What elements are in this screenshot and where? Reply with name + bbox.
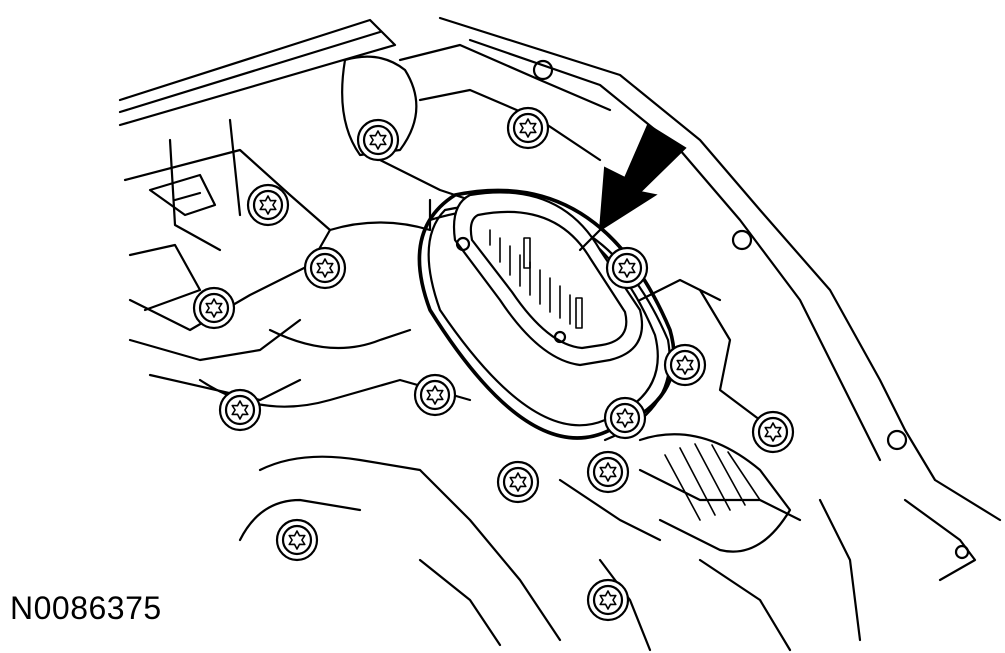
- torx-bolt-icon: [246, 183, 290, 227]
- torx-bolt-icon: [496, 460, 540, 504]
- figure-id-label: N0086375: [10, 590, 162, 626]
- torx-bolt-icon: [356, 118, 400, 162]
- torx-bolt-icon: [586, 450, 630, 494]
- electrical-connector: [452, 191, 644, 367]
- torx-bolt-icon: [663, 343, 707, 387]
- torx-bolt-icon: [192, 286, 236, 330]
- solenoid-body: [638, 433, 792, 553]
- torx-bolt-icon: [275, 518, 319, 562]
- torx-bolt-icon: [586, 578, 630, 622]
- torx-bolt-icon: [218, 388, 262, 432]
- torx-bolt-icon: [506, 106, 550, 150]
- torx-bolt-icon: [751, 410, 795, 454]
- housing-outline: [118, 16, 1002, 582]
- torx-bolt-icon: [303, 246, 347, 290]
- center-plate: [198, 198, 862, 652]
- torx-bolt-icon: [603, 396, 647, 440]
- arrow-icon: [578, 123, 687, 252]
- torx-bolt-icon: [413, 373, 457, 417]
- torx-bolts: [192, 106, 795, 622]
- torx-bolt-icon: [605, 246, 649, 290]
